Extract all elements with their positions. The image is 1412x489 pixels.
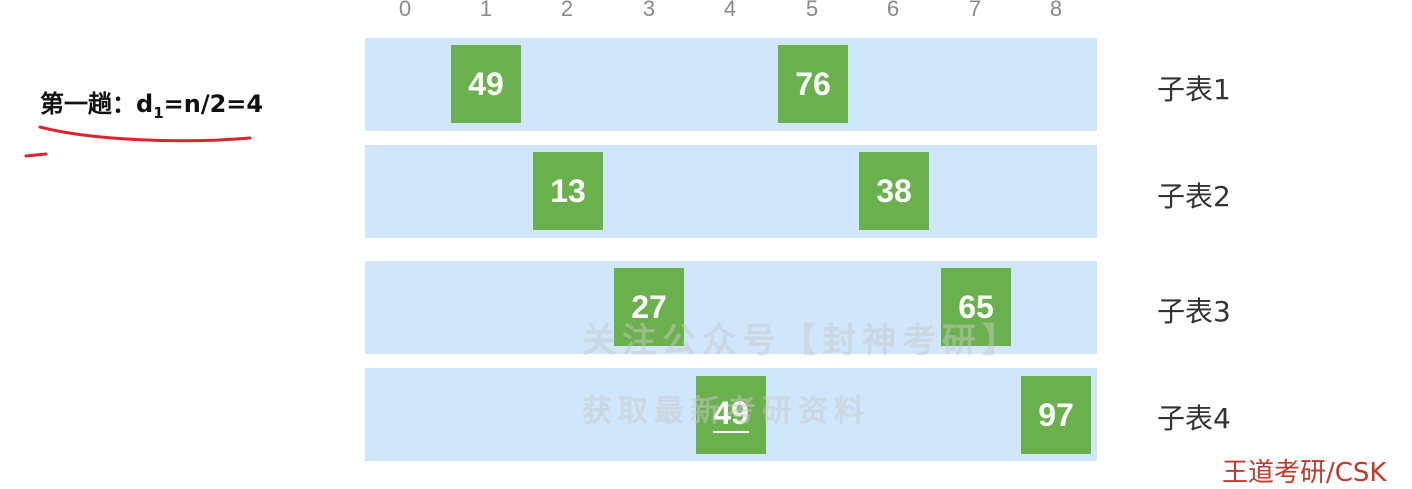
subtable-row-3: 27 65 <box>365 261 1097 354</box>
index-label: 8 <box>1049 0 1063 21</box>
element-cell: 65 <box>941 268 1011 346</box>
element-cell: 49 <box>451 45 521 123</box>
index-label: 0 <box>398 0 412 21</box>
element-cell: 49 <box>696 376 766 454</box>
subtable-row-2: 13 38 <box>365 145 1097 238</box>
element-value: 76 <box>795 65 831 102</box>
element-value: 27 <box>631 288 667 325</box>
subtable-label: 子表1 <box>1157 73 1231 106</box>
index-label: 1 <box>479 0 493 21</box>
subtable-row-1: 49 76 <box>365 38 1097 131</box>
index-label: 2 <box>560 0 574 21</box>
element-cell: 97 <box>1021 376 1091 454</box>
subtable-label: 子表2 <box>1157 180 1231 213</box>
element-cell: 27 <box>614 268 684 346</box>
pass-label: 第一趟：d1=n/2=4 <box>40 84 263 122</box>
watermark-line: 关注公众号【封神考研】 <box>582 321 1022 361</box>
pass-subscript: 1 <box>153 103 164 122</box>
pass-prefix: 第一趟： <box>40 90 136 118</box>
pass-formula: =n/2=4 <box>163 90 264 118</box>
element-cell: 38 <box>859 152 929 230</box>
subtable-label: 子表3 <box>1157 295 1231 328</box>
watermark-line: 获取最新考研资料 <box>582 394 870 429</box>
index-label: 7 <box>968 0 982 21</box>
element-value: 65 <box>958 288 994 325</box>
index-label: 5 <box>805 0 819 21</box>
element-value: 49 <box>713 395 749 433</box>
element-value: 13 <box>550 172 586 209</box>
subtable-row-4: 49 97 <box>365 368 1097 461</box>
index-label: 4 <box>723 0 737 21</box>
element-cell: 13 <box>533 152 603 230</box>
element-value: 97 <box>1038 396 1074 433</box>
index-label: 6 <box>886 0 900 21</box>
element-value: 49 <box>468 65 504 102</box>
pass-d: d <box>136 90 154 118</box>
element-cell: 76 <box>778 45 848 123</box>
credit-text: 王道考研/CSK <box>1222 458 1387 488</box>
index-label: 3 <box>642 0 656 21</box>
element-value: 38 <box>876 172 912 209</box>
subtable-label: 子表4 <box>1157 402 1231 435</box>
